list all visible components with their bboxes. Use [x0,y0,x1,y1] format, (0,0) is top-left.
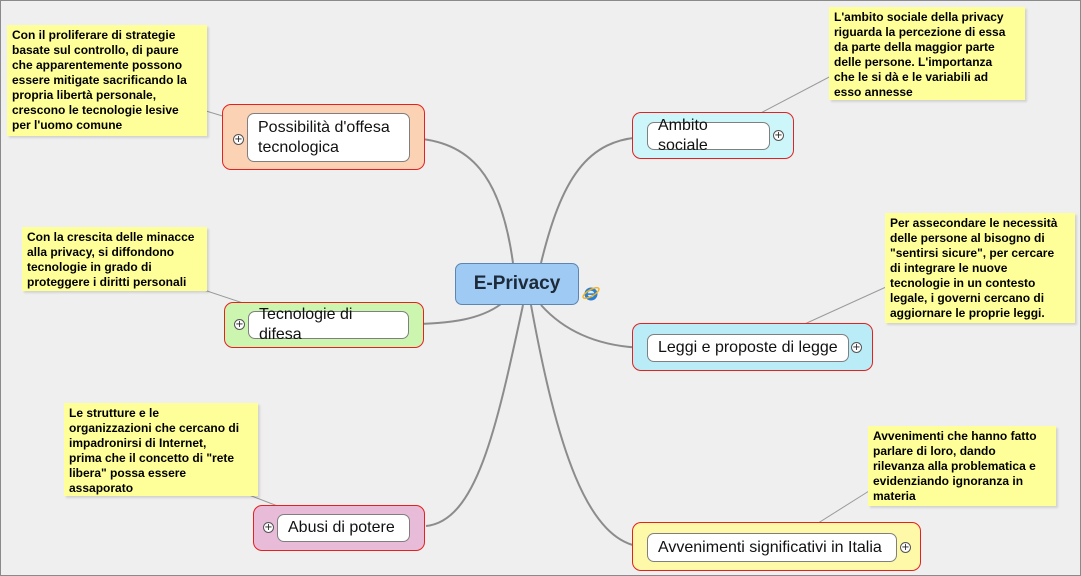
topic-tecnologie-difesa[interactable]: Tecnologie di difesa [248,306,409,343]
topic-leggi-proposte[interactable]: Leggi e proposte di legge [647,334,849,362]
branch-line-sociale [540,136,647,264]
expand-abusi-icon[interactable]: + [263,522,274,533]
branch-line-offesa [410,137,514,264]
topic-label: Avvenimenti significativi in Italia [658,538,882,556]
branch-line-avvenimenti [530,304,647,548]
topic-possibilita-offesa[interactable]: Possibilità d'offesa tecnologica [247,113,410,162]
note-difesa: Con la crescita delle minacce alla priva… [22,227,207,291]
topic-ambito-sociale[interactable]: Ambito sociale [647,117,770,154]
internet-explorer-icon[interactable] [581,283,601,303]
expand-offesa-icon[interactable]: + [233,134,244,145]
branch-line-leggi [540,304,647,349]
expand-difesa-icon[interactable]: + [234,319,245,330]
note-sociale: L'ambito sociale della privacy riguarda … [829,7,1025,100]
expand-avvenimenti-icon[interactable]: + [900,542,911,553]
expand-sociale-icon[interactable]: + [773,130,784,141]
branch-line-abusi [425,304,524,527]
central-topic-label: E-Privacy [473,273,561,294]
expand-leggi-icon[interactable]: + [851,342,862,353]
note-leggi: Per assecondare le necessità delle perso… [885,213,1075,323]
note-offesa: Con il proliferare di strategie basate s… [7,25,207,136]
topic-label: Leggi e proposte di legge [658,339,838,356]
central-topic[interactable]: E-Privacy [455,263,579,305]
topic-label: Tecnologie di difesa [259,306,353,343]
topic-label: Abusi di potere [288,519,395,536]
topic-label: Ambito sociale [658,117,708,154]
topic-avvenimenti-italia[interactable]: Avvenimenti significativi in Italia [647,533,897,562]
note-avvenimenti: Avvenimenti che hanno fatto parlare di l… [868,426,1056,506]
topic-label-line1: Possibilità d'offesa [258,118,390,136]
topic-abusi-potere[interactable]: Abusi di potere [277,514,410,542]
topic-label-line2: tecnologica [258,138,339,156]
note-abusi: Le strutture e le organizzazioni che cer… [64,403,258,496]
